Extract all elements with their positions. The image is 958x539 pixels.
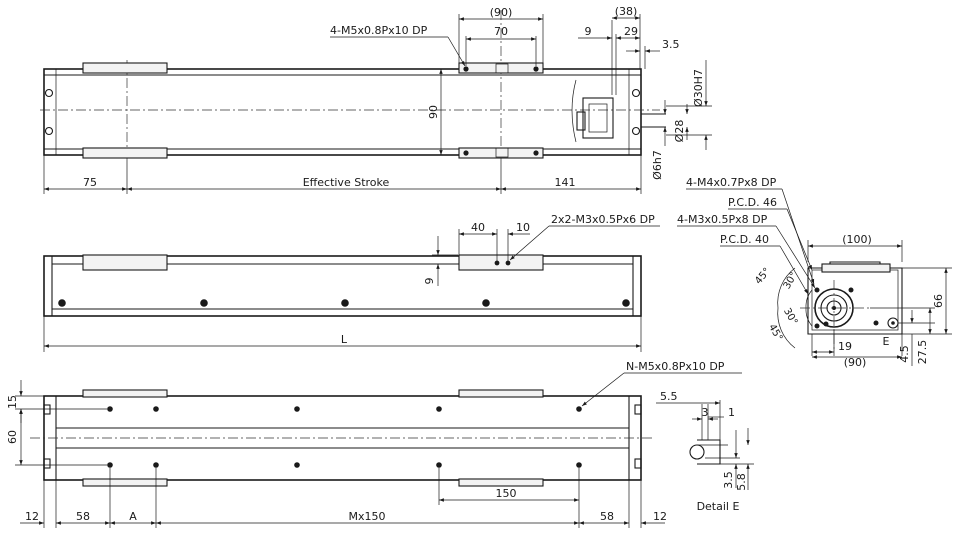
dim-detail-3: 3 xyxy=(702,406,709,419)
callout-4-m3: 4-M3x0.5Px8 DP xyxy=(677,213,768,226)
top-view: (90) 70 (38) 9 29 3.5 90 Ø30H7 Ø28 Ø6h7 xyxy=(40,5,712,194)
carriage-top-upper xyxy=(458,62,544,74)
side-block-left xyxy=(82,254,168,271)
dim-side-9: 9 xyxy=(423,278,436,285)
dim-bottom-15: 15 xyxy=(6,395,19,409)
callout-pcd-46: P.C.D. 46 xyxy=(728,196,777,209)
dim-side-L: L xyxy=(341,333,348,346)
dim-top-141: 141 xyxy=(555,176,576,189)
detail-e: 5.5 3 1 3.5 5.8 Detail E xyxy=(656,390,754,513)
callout-4-m4: 4-M4x0.7Px8 DP xyxy=(686,176,777,189)
angle-30-lower: 30° xyxy=(781,306,799,327)
dim-end-66: 66 xyxy=(932,294,945,308)
top-body-outline xyxy=(43,68,642,156)
side-body-outline xyxy=(43,255,642,317)
angle-45-upper: 45° xyxy=(753,266,773,287)
carriage-top-lower xyxy=(458,147,544,159)
dim-end-19: 19 xyxy=(838,340,852,353)
dim-bottom-58-left: 58 xyxy=(76,510,90,523)
dim-top-d30h7: Ø30H7 xyxy=(692,69,705,107)
bottom-view: 15 60 150 12 58 A Mx150 58 12 N-M5x0.8Px… xyxy=(6,360,742,528)
top-block-left-lower xyxy=(82,147,168,159)
carriage-side xyxy=(458,254,544,271)
dim-end-4-5: 4.5 xyxy=(898,345,911,363)
dim-bottom-A: A xyxy=(129,510,137,523)
dim-effective-stroke: Effective Stroke xyxy=(303,176,390,189)
dim-top-vert-90: 90 xyxy=(427,105,440,119)
dim-top-3-5: 3.5 xyxy=(662,38,680,51)
dim-top-70: 70 xyxy=(494,25,508,38)
callout-pcd-40: P.C.D. 40 xyxy=(720,233,769,246)
dim-top-75: 75 xyxy=(83,176,97,189)
dim-end-90: (90) xyxy=(844,356,867,369)
dim-bottom-60: 60 xyxy=(6,430,19,444)
callout-n-m5: N-M5x0.8Px10 DP xyxy=(626,360,725,373)
motor-flange xyxy=(582,97,614,139)
dim-top-29: 29 xyxy=(624,25,638,38)
callout-2x2-m3: 2x2-M3x0.5Px6 DP xyxy=(551,213,655,226)
dim-bottom-58-right: 58 xyxy=(600,510,614,523)
dim-side-10: 10 xyxy=(516,221,530,234)
dim-detail-5-5: 5.5 xyxy=(660,390,678,403)
detail-e-marker: E xyxy=(883,335,890,348)
dim-bottom-12-left: 12 xyxy=(25,510,39,523)
end-view: 45° 30° 30° 45° 4-M4x0.7Px8 DP P.C.D. 46… xyxy=(677,176,952,369)
dim-side-40: 40 xyxy=(471,221,485,234)
angle-45-lower: 45° xyxy=(766,322,784,343)
dim-bottom-12-right: 12 xyxy=(653,510,667,523)
dim-top-d6h7: Ø6h7 xyxy=(651,150,664,180)
dim-top-90: (90) xyxy=(490,6,513,19)
side-view: 40 10 9 2x2-M3x0.5Px6 DP L xyxy=(43,213,660,352)
dim-end-100: (100) xyxy=(842,233,872,246)
dim-bottom-mx150: Mx150 xyxy=(349,510,386,523)
dim-bottom-150: 150 xyxy=(496,487,517,500)
dim-detail-1: 1 xyxy=(728,406,735,419)
detail-e-label: Detail E xyxy=(697,500,740,513)
top-block-left-upper xyxy=(82,62,168,74)
dim-detail-5-8: 5.8 xyxy=(735,473,748,491)
dim-top-d28: Ø28 xyxy=(673,120,686,143)
dim-top-9: 9 xyxy=(585,25,592,38)
dim-detail-3-5: 3.5 xyxy=(722,471,735,489)
dim-end-27-5: 27.5 xyxy=(916,340,929,365)
dim-top-38: (38) xyxy=(615,5,638,18)
angle-30-upper: 30° xyxy=(782,270,800,291)
callout-4-m5: 4-M5x0.8Px10 DP xyxy=(330,24,428,37)
